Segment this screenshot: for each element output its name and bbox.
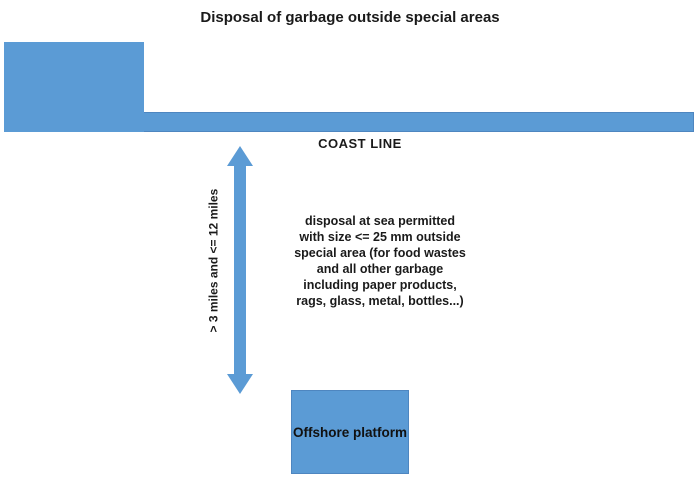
land-mass-shape — [4, 42, 144, 132]
coast-line-label: COAST LINE — [318, 136, 402, 151]
distance-double-arrow — [227, 146, 253, 394]
disposal-permission-note: disposal at sea permitted with size <= 2… — [294, 214, 466, 308]
diagram-title: Disposal of garbage outside special area… — [200, 9, 500, 26]
distance-range-label: > 3 miles and <= 12 miles — [206, 188, 221, 333]
offshore-platform-label: Offshore platform — [292, 424, 407, 440]
offshore-platform-box: Offshore platform — [291, 390, 409, 474]
double-arrow-shape — [227, 146, 253, 394]
